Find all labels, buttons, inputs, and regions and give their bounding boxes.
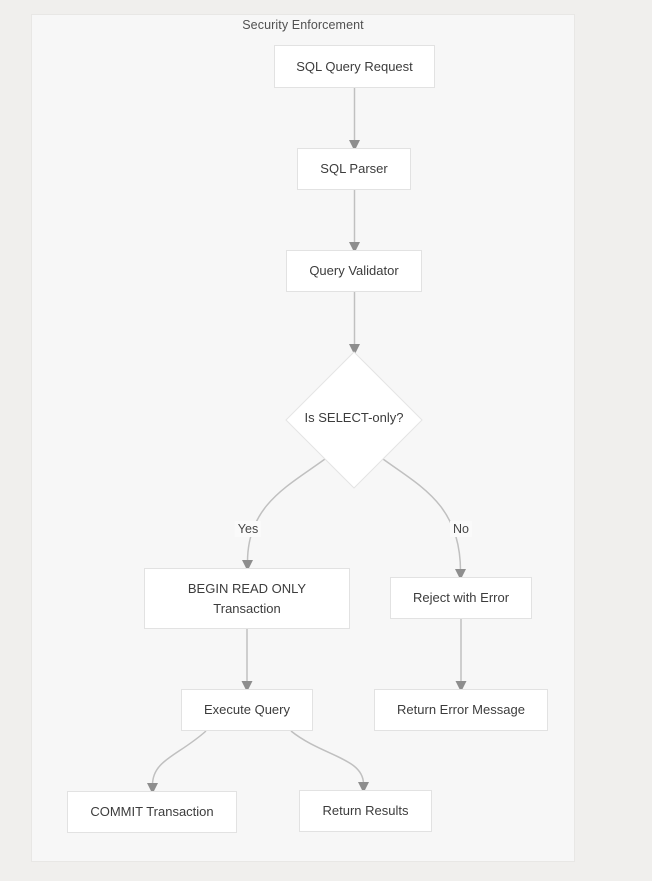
node-decision-is-select-only: Is SELECT-only? <box>286 410 422 425</box>
node-label: COMMIT Transaction <box>90 804 214 819</box>
node-return-error-message: Return Error Message <box>374 689 548 731</box>
edge-label-no: No <box>450 521 472 537</box>
node-reject-with-error: Reject with Error <box>390 577 532 619</box>
node-label: Return Results <box>322 803 409 818</box>
node-label: Reject with Error <box>412 590 510 605</box>
node-label: SQL Parser <box>320 161 388 176</box>
node-begin-read-only-transaction: BEGIN READ ONLY Transaction <box>144 568 350 629</box>
node-sql-parser: SQL Parser <box>297 148 411 190</box>
node-label: Return Error Message <box>397 702 525 717</box>
node-commit-transaction: COMMIT Transaction <box>67 791 237 833</box>
diagram-panel <box>31 14 575 862</box>
diagram-title: Security Enforcement <box>242 18 364 32</box>
node-label: Execute Query <box>204 702 290 717</box>
edge-label-yes: Yes <box>234 521 262 537</box>
node-label: Is SELECT-only? <box>304 410 404 425</box>
node-label-line1: BEGIN READ ONLY <box>187 580 307 596</box>
node-label-line2: Transaction <box>213 600 281 616</box>
node-label: SQL Query Request <box>296 58 413 74</box>
node-label: Query Validator <box>309 263 399 278</box>
node-return-results: Return Results <box>299 790 432 832</box>
node-query-validator: Query Validator <box>286 250 422 292</box>
node-sql-query-request: SQL Query Request <box>274 45 435 88</box>
node-execute-query: Execute Query <box>181 689 313 731</box>
